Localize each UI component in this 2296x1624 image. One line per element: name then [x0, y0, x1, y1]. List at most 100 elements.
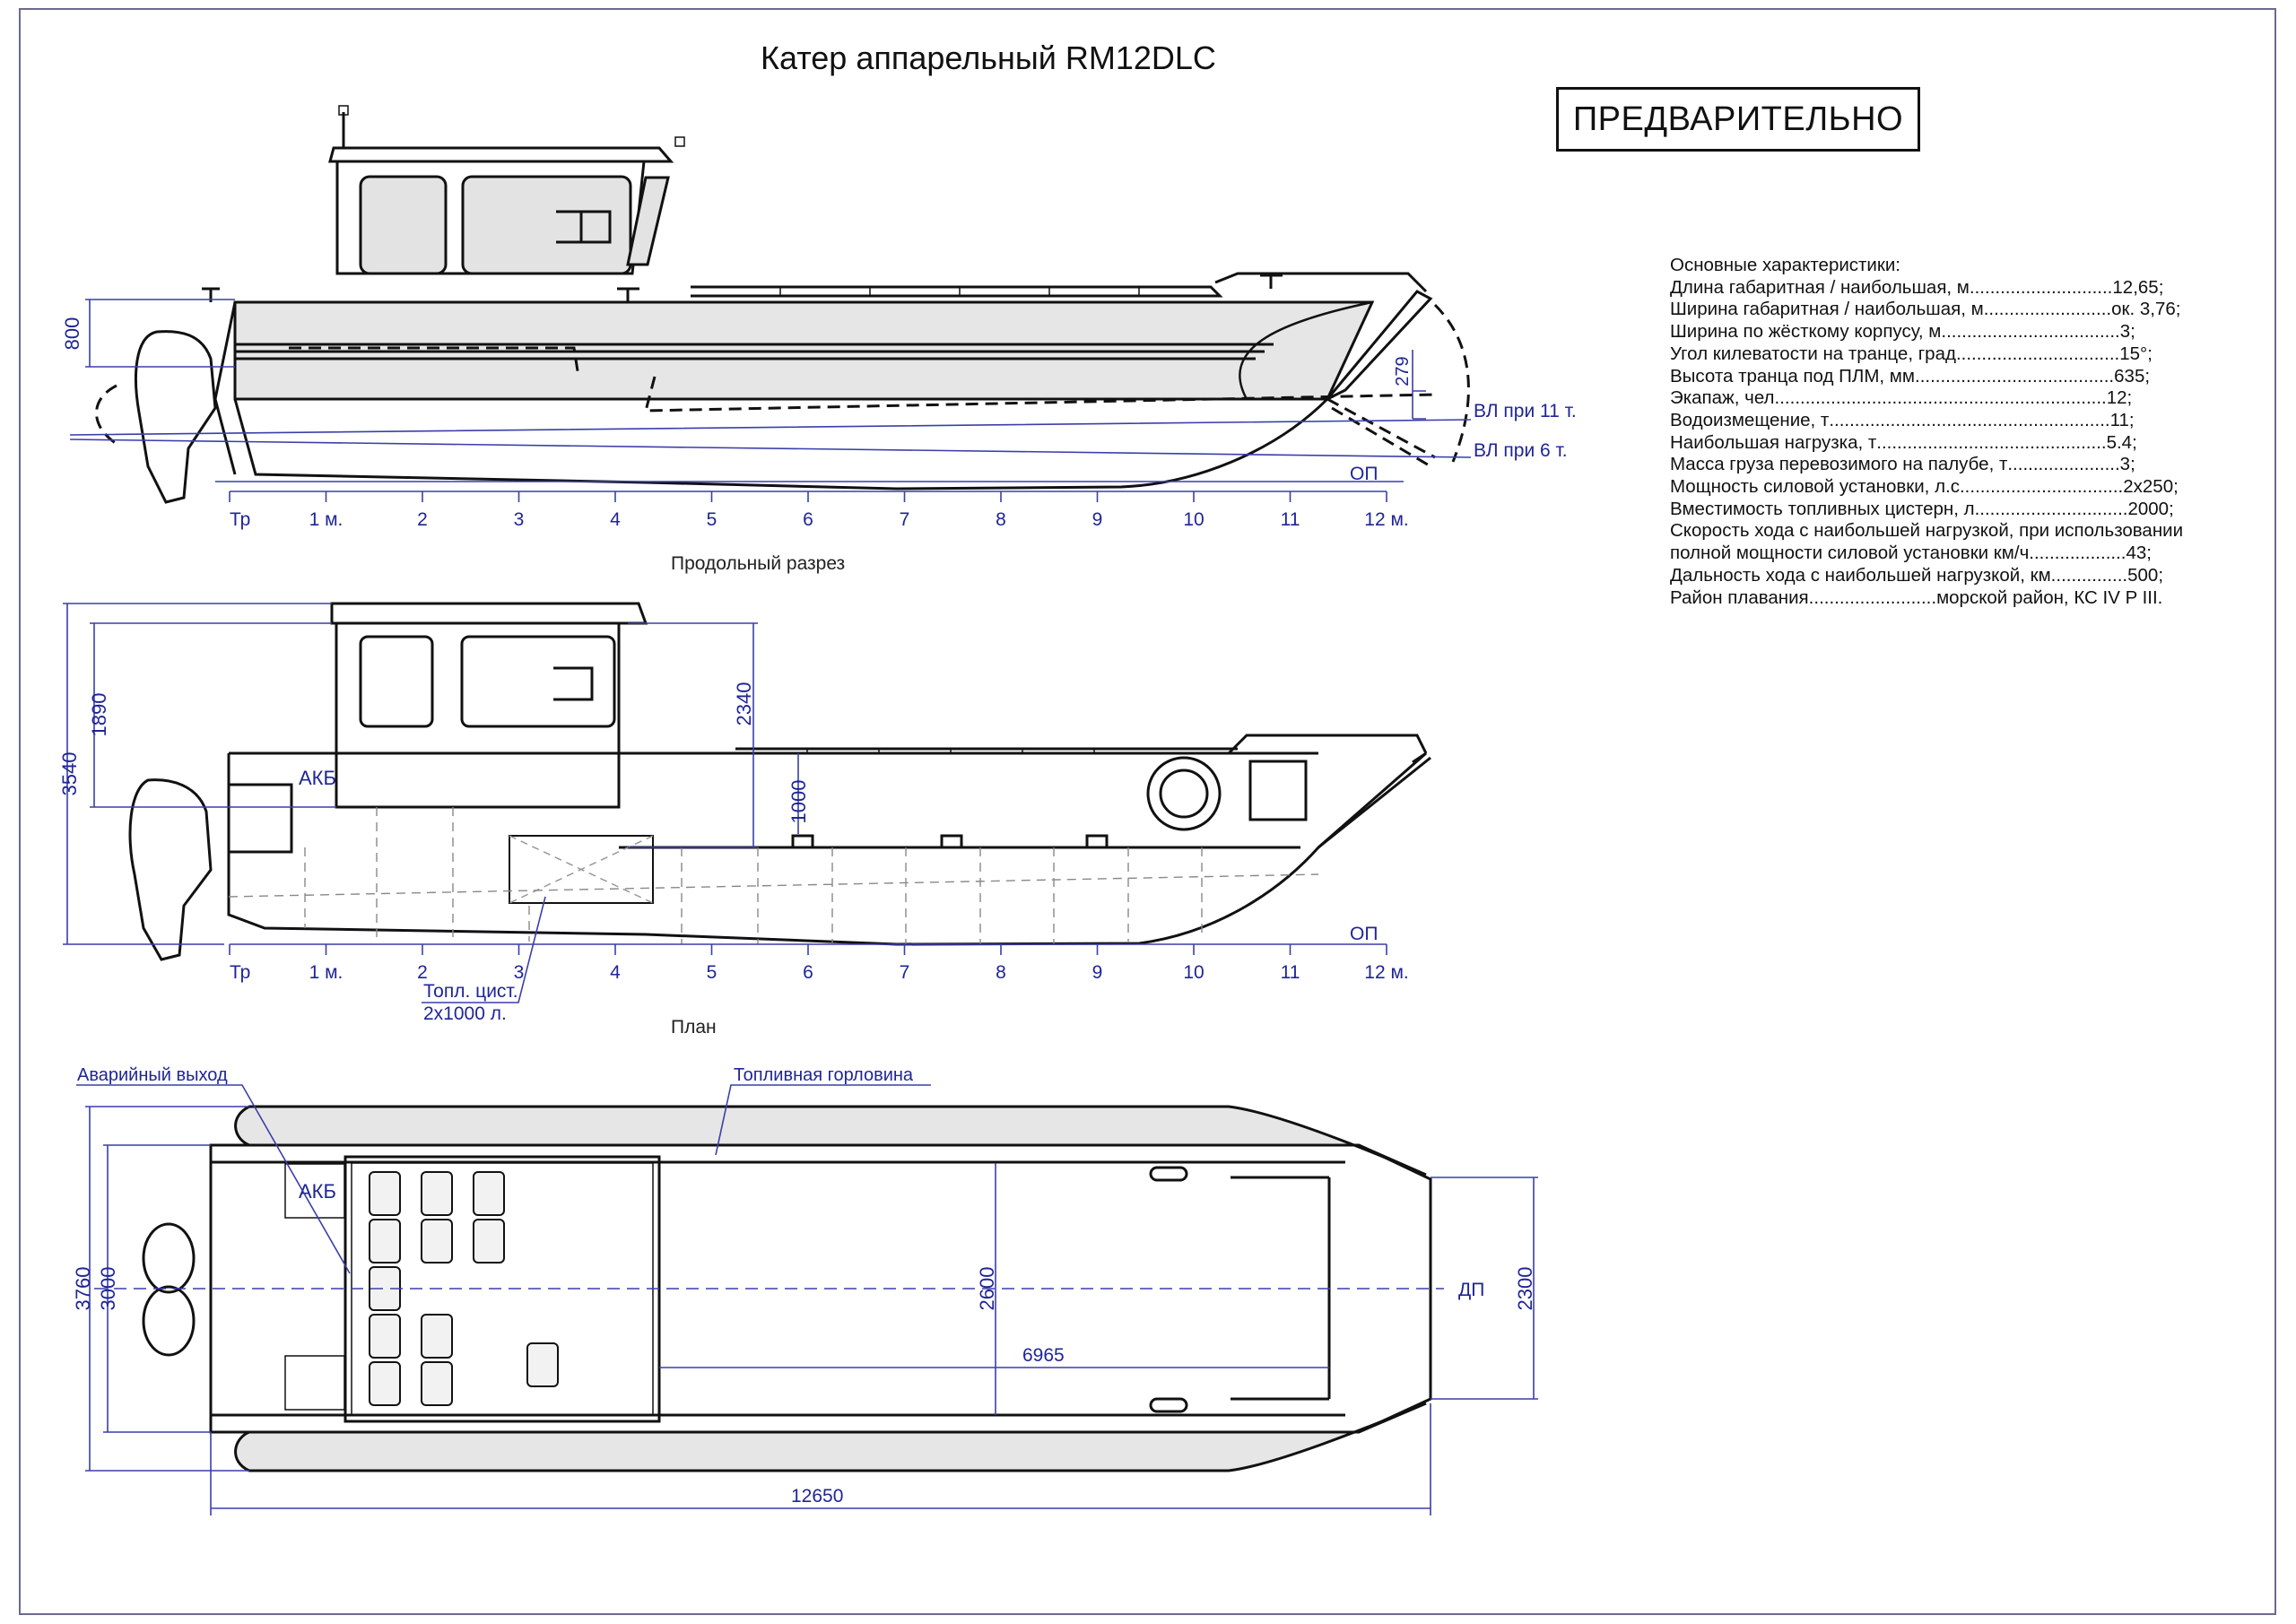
drawing-title: Катер аппарельный RM12DLC: [761, 39, 1216, 76]
spec-label: Скорость хода с наибольшей нагрузкой, пр…: [1670, 520, 2184, 542]
dim-2600: 2600: [976, 1267, 998, 1311]
spec-dots: ................................: [1955, 343, 2120, 364]
fuel-tank-label: Топл. цист.: [423, 981, 518, 1002]
spec-label: Дальность хода с наибольшей нагрузкой, к…: [1670, 564, 2051, 586]
spec-dots: ......................: [2007, 454, 2120, 475]
seat: [421, 1314, 453, 1359]
section-view: 3540 1890 2340 1000 АКБ Топл. цист. 2x10…: [58, 602, 1431, 1024]
spec-value: 11;: [2109, 409, 2135, 430]
passenger-seats: [369, 1171, 559, 1406]
spec-value: 12,65;: [2112, 276, 2164, 298]
centerline-label: ДП: [1458, 1280, 1484, 1300]
spec-row: Водоизмещение, т .......................…: [1670, 410, 2208, 432]
spec-dots: ...................................: [1941, 321, 2120, 343]
dim-transom: 800: [61, 317, 83, 351]
spec-row: Экапаж, чел.............................…: [1670, 387, 2208, 410]
outboard-motor: [135, 330, 217, 504]
scale-tick-label: 6: [803, 962, 813, 983]
spec-value: 500;: [2127, 564, 2164, 586]
scale-tick-label: 12 м.: [1364, 509, 1408, 530]
spec-dots: ...............: [2050, 564, 2128, 586]
scale-tick-label: 5: [707, 509, 718, 530]
seat: [473, 1171, 505, 1216]
scale-tick-label: 12 м.: [1364, 962, 1408, 983]
spec-dots: ............................: [1969, 276, 2113, 298]
scale-tick-label: 9: [1092, 962, 1103, 983]
spec-dots: .........................: [1808, 586, 1937, 608]
dim-1000: 1000: [787, 780, 810, 824]
scale-tick-label: 1 м.: [309, 509, 344, 530]
seat: [473, 1219, 505, 1264]
spec-row: Мощность силовой установки, л.с.........…: [1670, 476, 2208, 499]
spec-value: 3;: [2119, 454, 2135, 475]
scale-tick-label: 11: [1281, 509, 1300, 530]
scale-tick-label: 3: [514, 509, 525, 530]
dim-2300: 2300: [1514, 1267, 1536, 1311]
scale-tick-label: Тр: [230, 509, 250, 530]
spec-label: Вместимость топливных цистерн, л: [1670, 498, 1975, 519]
spec-dots: ........................................…: [1774, 387, 2107, 409]
section-wheelhouse: [330, 602, 648, 809]
spec-label: Ширина габаритная / наибольшая, м: [1670, 299, 1984, 320]
dim-1890: 1890: [88, 693, 110, 737]
seat: [369, 1314, 401, 1359]
scale-tick-label: 3: [514, 962, 525, 983]
bow-ramp: [1326, 290, 1433, 401]
seat: [421, 1171, 453, 1216]
spec-label: Район плавания: [1670, 586, 1809, 608]
plan-view: ДП 3760 3000 2600 2300 6965 12650 АКБ Ав…: [72, 1065, 1538, 1515]
spec-dots: ................................: [1959, 476, 2124, 498]
spec-value: 635;: [2114, 365, 2151, 386]
spec-label: полной мощности силовой установки км/ч: [1670, 543, 2030, 564]
scale-tick-label: 1 м.: [309, 962, 344, 983]
battery-label-section: АКБ: [299, 767, 336, 789]
life-ring: [1146, 756, 1222, 831]
spec-dots: ........................................…: [1876, 431, 2107, 453]
spec-row: Скорость хода с наибольшей нагрузкой, пр…: [1670, 520, 2208, 543]
dim-2340: 2340: [733, 682, 755, 726]
emergency-exit-label: Аварийный выход: [77, 1065, 228, 1085]
plan-tube-bottom: [234, 1402, 1427, 1472]
scale-tick-label: 4: [610, 509, 621, 530]
spec-row: Район плавания .........................…: [1670, 587, 2208, 610]
scale-tick-label: 2: [417, 962, 428, 983]
scale-tick-label: 10: [1183, 962, 1204, 983]
baseline-label-side: ОП: [1350, 464, 1378, 484]
fuel-filler-label: Топливная горловина: [734, 1065, 914, 1085]
scale-tick-label: 2: [417, 509, 428, 530]
scale-tick-label: 4: [610, 962, 621, 983]
dim-3760: 3760: [72, 1267, 94, 1311]
dim-6965: 6965: [1022, 1345, 1065, 1366]
spec-dots: .........................: [1983, 299, 2112, 320]
spec-label: Мощность силовой установки, л.с: [1670, 476, 1960, 498]
specifications-block: Основные характеристики: Длина габаритна…: [1670, 255, 2208, 609]
spec-row: Дальность хода с наибольшей нагрузкой, к…: [1670, 565, 2208, 587]
plan-cabin: [344, 1155, 661, 1423]
spec-label: Водоизмещение, т: [1670, 409, 1830, 430]
spec-row: Длина габаритная / наибольшая, м........…: [1670, 277, 2208, 300]
scale-tick-label: 8: [996, 509, 1006, 530]
spec-label: Угол килеватости на транце, град: [1670, 343, 1956, 364]
spec-value: 3;: [2119, 321, 2135, 343]
spec-value: 43;: [2126, 543, 2152, 564]
spec-row: Высота транца под ПЛМ, мм ..............…: [1670, 366, 2208, 388]
spec-dots: ..............................: [1974, 498, 2128, 519]
dim-3000: 3000: [97, 1267, 119, 1311]
page-frame: [19, 8, 2276, 1615]
spec-value: 12;: [2106, 387, 2133, 409]
spec-dots: ........................................…: [1829, 409, 2110, 430]
spec-value: 2000;: [2127, 498, 2174, 519]
outboard-motor-2: [142, 1285, 196, 1357]
seat: [369, 1171, 401, 1216]
plan-tube-top: [234, 1105, 1427, 1177]
spec-label: Длина габаритная / наибольшая, м: [1670, 276, 1970, 298]
spec-row: Ширина по жёсткому корпусу, м...........…: [1670, 321, 2208, 343]
wl-full-label: ВЛ при 11 т.: [1474, 401, 1577, 421]
section-view-caption: План: [671, 1017, 717, 1038]
spec-row: Наибольшая нагрузка, т .................…: [1670, 432, 2208, 455]
fuel-tank: [509, 835, 654, 904]
